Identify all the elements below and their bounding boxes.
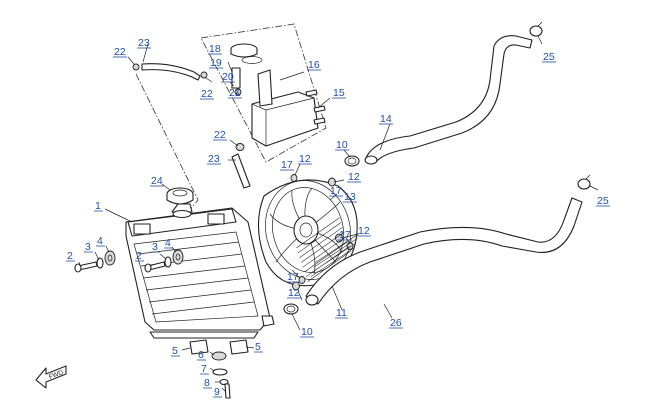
- upper-coolant-hose: [364, 35, 533, 165]
- callout-25b: 25: [597, 195, 609, 207]
- bolt-right: [144, 261, 166, 273]
- hose-clamp-lower: [283, 303, 299, 315]
- callout-3b: 3: [152, 241, 158, 253]
- hose-clamp-lower-right: [577, 174, 591, 190]
- callout-3: 3: [85, 241, 91, 253]
- lower-coolant-hose: [305, 197, 583, 306]
- rubber-mount-left: [189, 339, 209, 355]
- callout-12c: 12: [358, 225, 370, 237]
- callout-25a: 25: [543, 51, 555, 63]
- callout-23b: 23: [208, 153, 220, 165]
- tank-cap: [230, 43, 258, 58]
- callout-2b: 2: [136, 250, 142, 262]
- callout-17b: 17: [330, 185, 342, 197]
- callout-8: 8: [204, 377, 210, 389]
- hose-clip-b: [200, 71, 208, 79]
- tank-bolts: [305, 89, 326, 125]
- bolt-left: [74, 261, 98, 273]
- overflow-tank: [251, 69, 319, 147]
- callout-20: 20: [222, 71, 234, 83]
- callout-1: 1: [95, 200, 101, 212]
- callout-12d: 12: [288, 287, 300, 299]
- callout-26: 26: [390, 317, 402, 329]
- callout-22b: 22: [201, 88, 213, 100]
- radiator: [125, 203, 275, 339]
- callout-23a: 23: [138, 37, 150, 49]
- callout-17c: 17: [339, 229, 351, 241]
- hose-spring: [296, 217, 359, 282]
- washer-lower: [212, 368, 228, 376]
- callout-19: 19: [210, 57, 222, 69]
- callout-2: 2: [67, 250, 73, 262]
- bushing: [211, 351, 227, 361]
- callout-21: 21: [229, 87, 241, 99]
- callouts: 1 2 3 4 2 3 4 5 5 6 7 8 9 10 10 11 12 12: [66, 37, 610, 398]
- callout-14: 14: [380, 113, 392, 125]
- callout-7: 7: [201, 363, 207, 375]
- callout-22c: 22: [214, 129, 226, 141]
- callout-5a: 5: [172, 345, 178, 357]
- callout-9: 9: [214, 386, 220, 398]
- callout-17a: 17: [281, 159, 293, 171]
- breather-hose-upper: [141, 63, 201, 81]
- fan-screw-upper: [290, 174, 298, 182]
- overflow-tank-assembly-outline: [200, 23, 327, 163]
- grommet-right: [172, 249, 184, 265]
- callout-10b: 10: [301, 326, 313, 338]
- hose-clamp-upper: [344, 155, 360, 167]
- callout-4: 4: [97, 235, 103, 247]
- callout-22a: 22: [114, 46, 126, 58]
- callout-11: 11: [336, 307, 347, 319]
- callout-12b: 12: [348, 171, 360, 183]
- callout-17d: 17: [287, 271, 299, 283]
- grommet-left: [104, 250, 116, 266]
- callout-13: 13: [344, 191, 356, 203]
- callout-24: 24: [151, 175, 163, 187]
- callout-16: 16: [308, 59, 320, 71]
- hose-clip-a: [132, 63, 140, 71]
- callout-10a: 10: [336, 139, 348, 151]
- bolt-lower: [224, 383, 231, 399]
- callout-6: 6: [198, 349, 204, 361]
- fan-screw-lower: [298, 276, 306, 284]
- callout-5b: 5: [255, 341, 261, 353]
- leader-lines: [78, 35, 599, 393]
- callout-15: 15: [333, 87, 345, 99]
- washer-right: [164, 256, 172, 268]
- rubber-mount-right: [229, 339, 249, 355]
- tank-sensor: [231, 67, 241, 89]
- callout-18: 18: [209, 43, 221, 55]
- radiator-cap: [166, 187, 194, 205]
- callout-4b: 4: [165, 237, 171, 249]
- forward-direction-arrow: FWD: [35, 365, 67, 389]
- breather-hose-lower: [231, 153, 251, 189]
- washer-left: [96, 257, 104, 269]
- hose-clip-c: [235, 143, 245, 151]
- callout-12a: 12: [299, 153, 311, 165]
- fwd-label: FWD: [48, 369, 65, 381]
- hose-clamp-upper-right: [529, 21, 543, 37]
- cooling-fan: [257, 179, 358, 287]
- tank-gasket: [241, 56, 263, 64]
